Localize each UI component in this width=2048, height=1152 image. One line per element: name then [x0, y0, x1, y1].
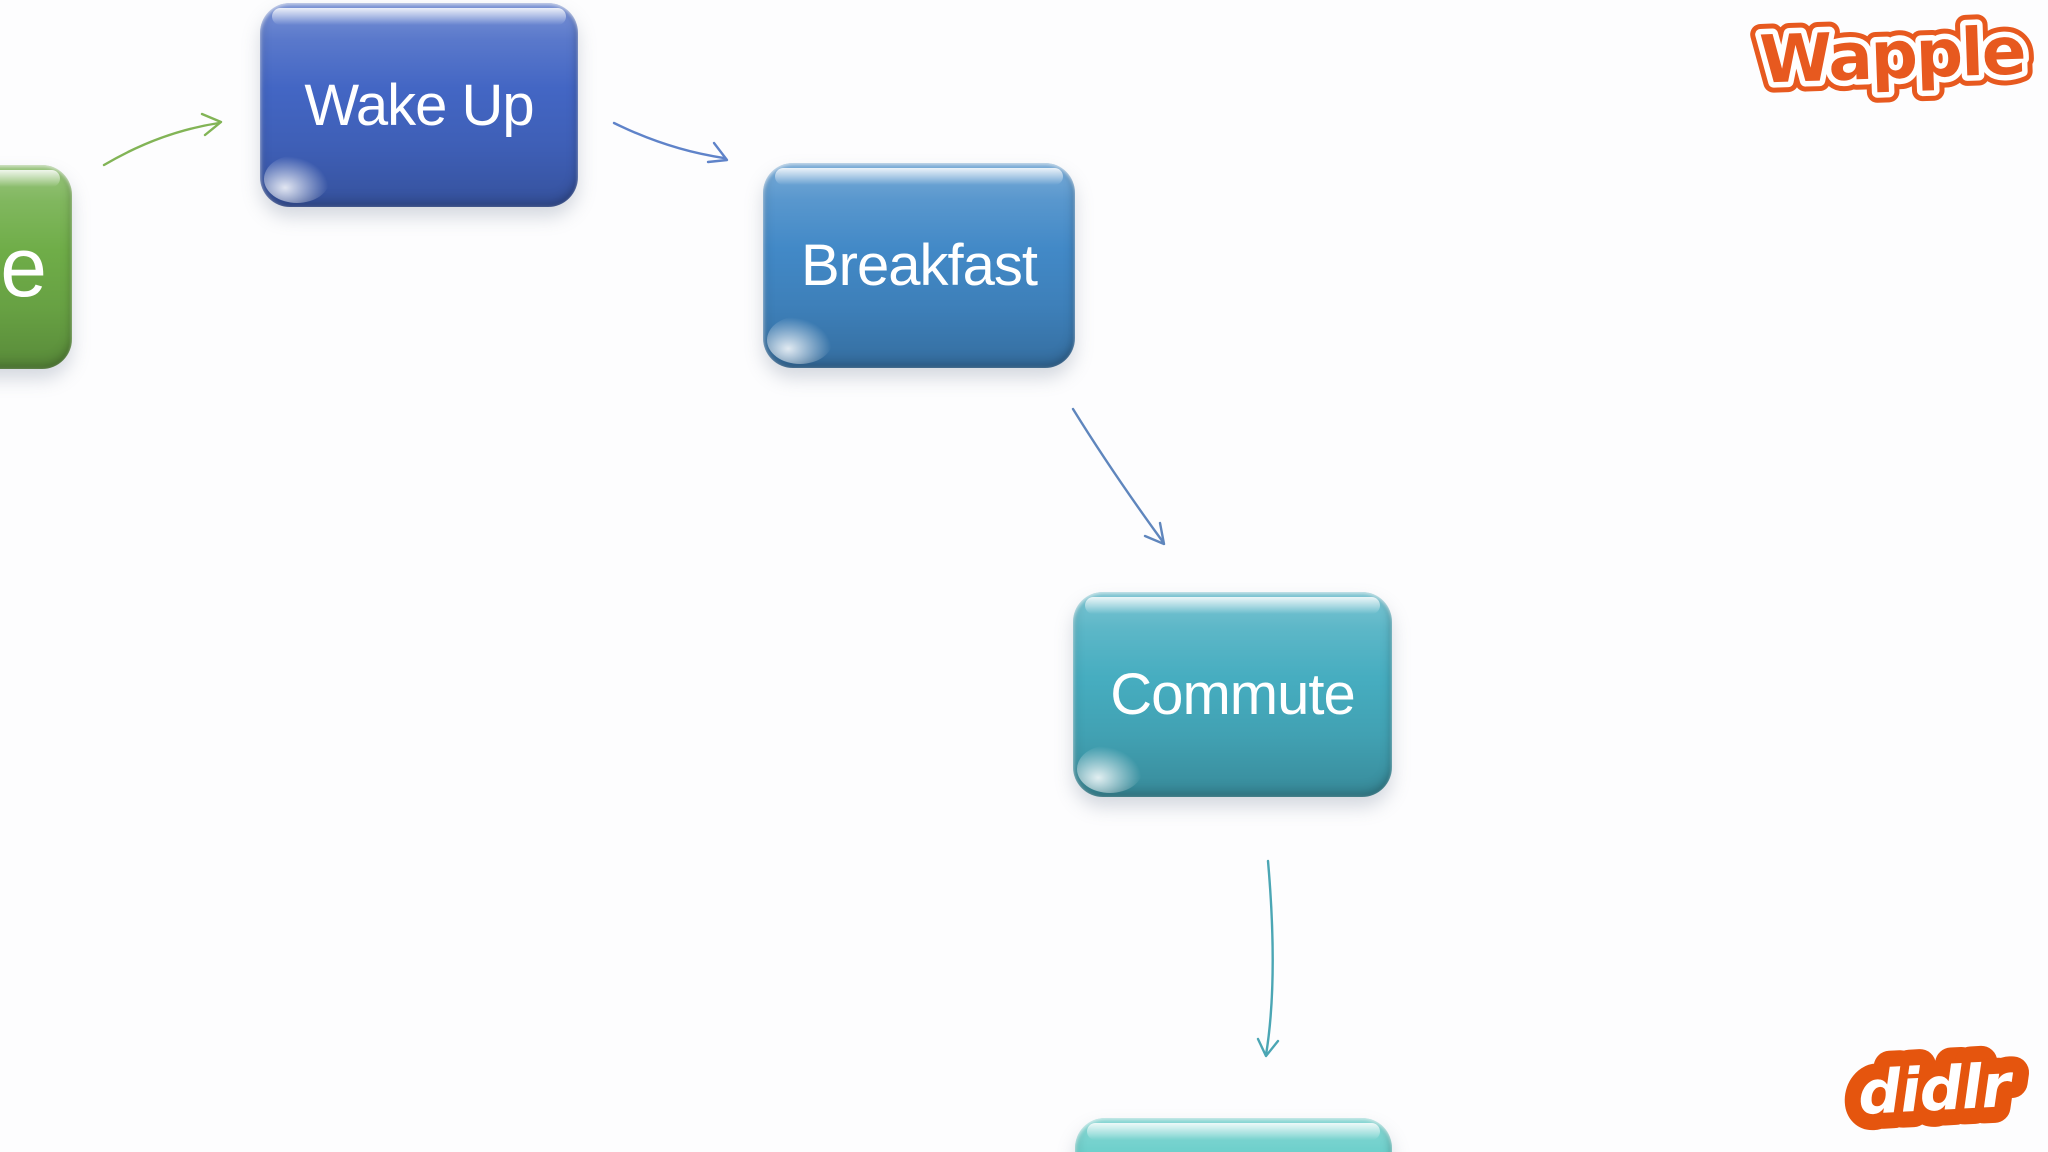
arrow-left-to-wake-up: [102, 112, 223, 167]
node-label: e: [0, 219, 47, 314]
wapple-logo: Wapple Wapple Wapple: [1748, 2, 2036, 109]
arrow-commute-down: [1256, 859, 1280, 1058]
node-label: Wake Up: [304, 72, 534, 138]
node-breakfast[interactable]: Breakfast: [763, 163, 1075, 368]
node-label: Commute: [1110, 662, 1355, 727]
node-partial-left[interactable]: e: [0, 165, 72, 369]
arrow-wake-up-to-breakfast: [612, 121, 729, 164]
node-wake-up[interactable]: Wake Up: [260, 3, 578, 207]
node-commute[interactable]: Commute: [1073, 592, 1392, 797]
node-label: Breakfast: [801, 233, 1038, 298]
svg-text:didlr: didlr: [1856, 1051, 2015, 1129]
svg-text:Wapple: Wapple: [1758, 12, 2025, 98]
arrow-breakfast-to-commute: [1071, 407, 1166, 546]
svg-text:Wapple: Wapple: [1758, 12, 2025, 98]
didlr-logo: didlr didlr: [1840, 1036, 2031, 1145]
node-partial-bottom[interactable]: [1075, 1118, 1392, 1152]
